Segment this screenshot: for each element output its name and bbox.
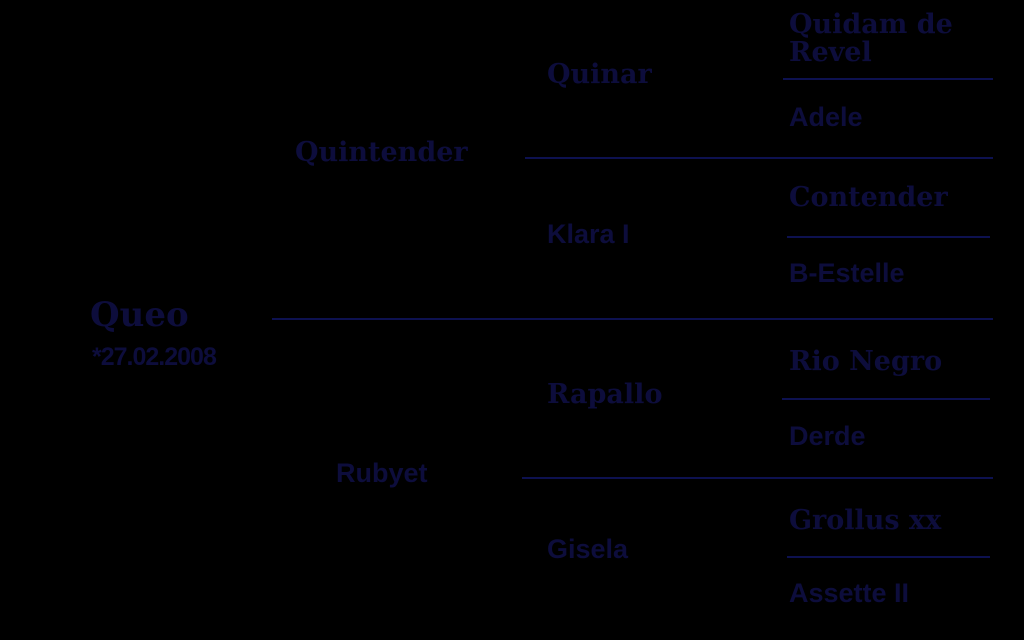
dam-name: Rubyet <box>336 458 428 488</box>
dam-dam-dam-name: Assette II <box>789 578 910 608</box>
sire-branch-divider-line <box>525 157 993 159</box>
dam-branch-divider-line <box>522 477 993 479</box>
sire-sire-parents-divider-line <box>783 78 993 80</box>
dam-dam-name: Gisela <box>547 534 629 564</box>
dam-dam-sire-name: Grollus xx <box>789 505 942 536</box>
sire-dam-dam-name: B-Estelle <box>789 258 905 288</box>
dam-sire-parents-divider-line <box>782 398 990 400</box>
dam-sire-name: Rapallo <box>547 379 663 410</box>
sire-sire-dam-name: Adele <box>789 102 863 132</box>
dam-dam-parents-divider-line <box>787 556 990 558</box>
main-divider-line <box>272 318 993 320</box>
subject-birthdate: *27.02.2008 <box>92 343 217 371</box>
sire-sire-sire-name: Quidam de Revel <box>789 9 953 69</box>
sire-sire-name: Quinar <box>547 59 652 90</box>
sire-dam-parents-divider-line <box>787 236 990 238</box>
dam-sire-sire-name: Rio Negro <box>789 346 943 377</box>
sire-dam-name: Klara I <box>547 219 630 249</box>
sire-dam-sire-name: Contender <box>789 182 948 213</box>
sire-name: Quintender <box>295 137 468 168</box>
dam-sire-dam-name: Derde <box>789 421 866 451</box>
subject-name: Queo <box>90 295 189 335</box>
